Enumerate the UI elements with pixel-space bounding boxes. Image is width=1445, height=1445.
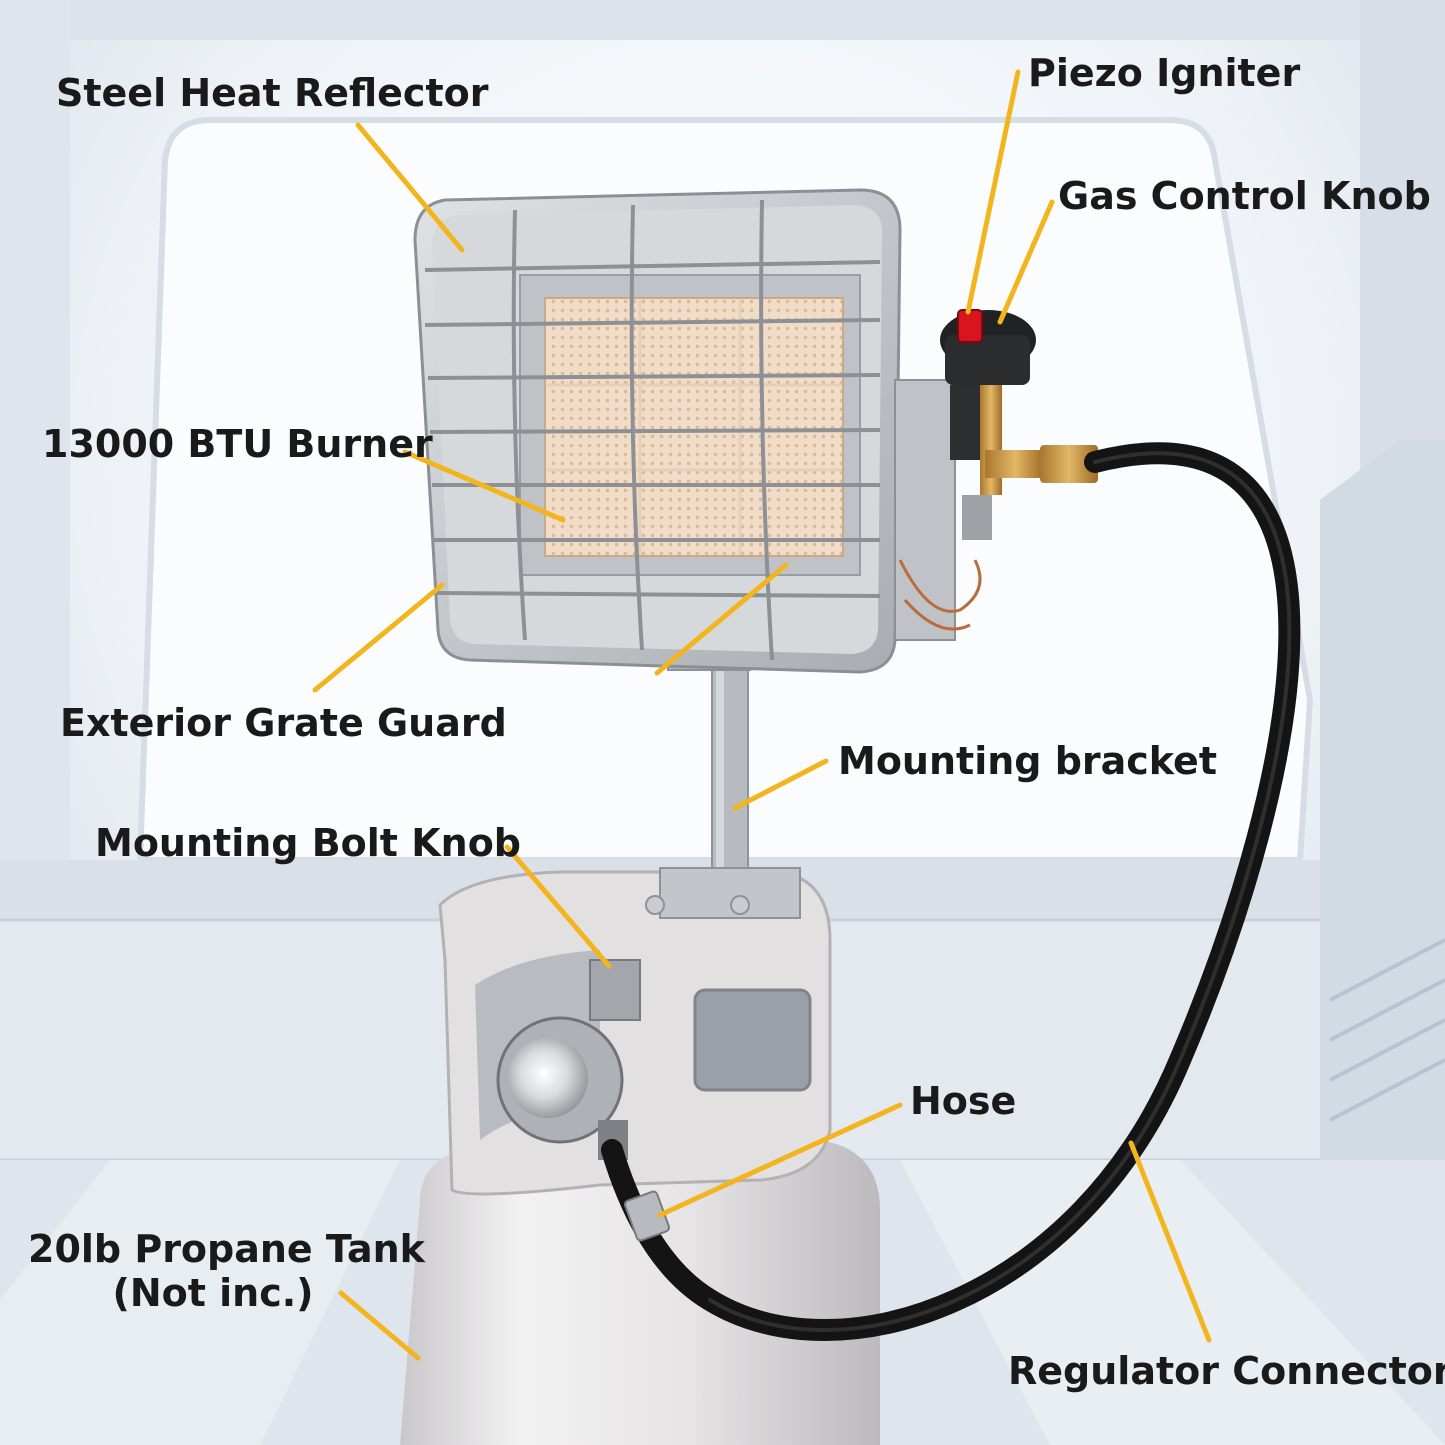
label-burner: 13000 BTU Burner [42,422,433,466]
leader-hose [657,1102,903,1218]
leader-gas-control-knob [997,199,1055,325]
label-hose: Hose [910,1079,1017,1123]
label-piezo-igniter: Piezo Igniter [1028,51,1301,95]
grate-guard [424,199,881,661]
label-mounting-bracket: Mounting bracket [838,739,1217,783]
label-propane-tank-line1: 20lb Propane Tank [28,1227,425,1271]
leader-mounting-bolt-knob [504,844,612,969]
label-mounting-bolt-knob: Mounting Bolt Knob [95,821,521,865]
label-propane-tank-line2: (Not inc.) [112,1270,314,1315]
propane-tank [400,867,880,1445]
label-regulator-connector: Regulator Connector [1008,1349,1445,1393]
gas-valve-assembly [894,309,1098,641]
leader-propane-tank [338,1290,421,1361]
leader-mounting-bracket [732,758,829,811]
leader-grate-guard-2 [654,562,789,676]
leader-regulator-connector [1128,1140,1212,1343]
label-steel-heat-reflector: Steel Heat Reflector [56,71,489,115]
leader-piezo-igniter [965,69,1021,315]
label-propane-tank: 20lb Propane Tank (Not inc.) [28,1227,425,1315]
leader-exterior-grate-guard [312,582,445,693]
label-exterior-grate-guard: Exterior Grate Guard [60,701,507,745]
leader-steel-heat-reflector [355,122,465,253]
hose [601,442,1301,1341]
leader-burner [402,449,566,523]
leader-lines [312,69,1212,1361]
label-gas-control-knob: Gas Control Knob [1058,174,1431,218]
